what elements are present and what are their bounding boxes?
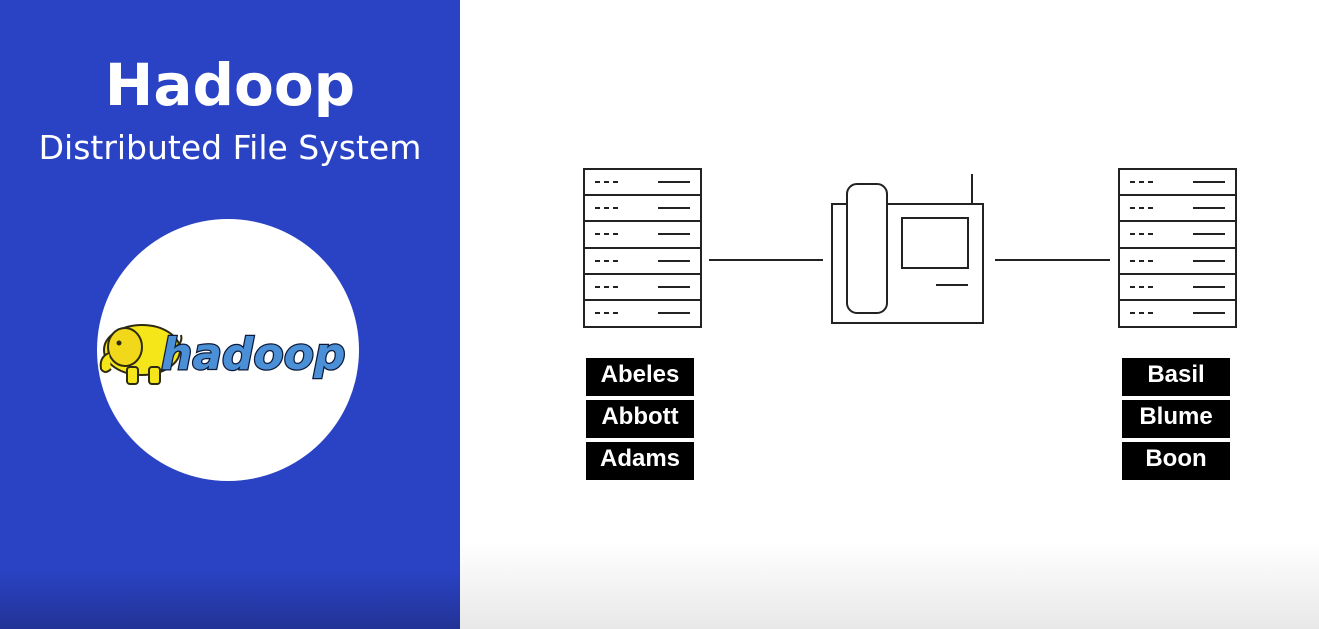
- panel-shadow: [0, 569, 460, 629]
- hadoop-wordmark: hadoop: [161, 329, 345, 380]
- left-name-list: Abeles Abbott Adams: [586, 358, 694, 484]
- page-subtitle: Distributed File System: [38, 128, 422, 167]
- name-tag: Blume: [1122, 400, 1230, 438]
- name-tag: Adams: [586, 442, 694, 480]
- hadoop-logo-graphic: hadoop: [99, 324, 347, 385]
- right-server-rack-icon: [1118, 168, 1237, 328]
- hadoop-logo: hadoop: [97, 219, 359, 481]
- left-server-rack-icon: [583, 168, 702, 328]
- name-tag: Abeles: [586, 358, 694, 396]
- page-title: Hadoop: [104, 51, 356, 119]
- name-tag: Abbott: [586, 400, 694, 438]
- hadoop-elephant-icon: [99, 324, 183, 385]
- right-name-list: Basil Blume Boon: [1122, 358, 1230, 484]
- name-tag: Basil: [1122, 358, 1230, 396]
- desk-phone-icon: [831, 174, 984, 324]
- title-panel: Hadoop Distributed File System hadoop: [0, 0, 460, 629]
- name-tag: Boon: [1122, 442, 1230, 480]
